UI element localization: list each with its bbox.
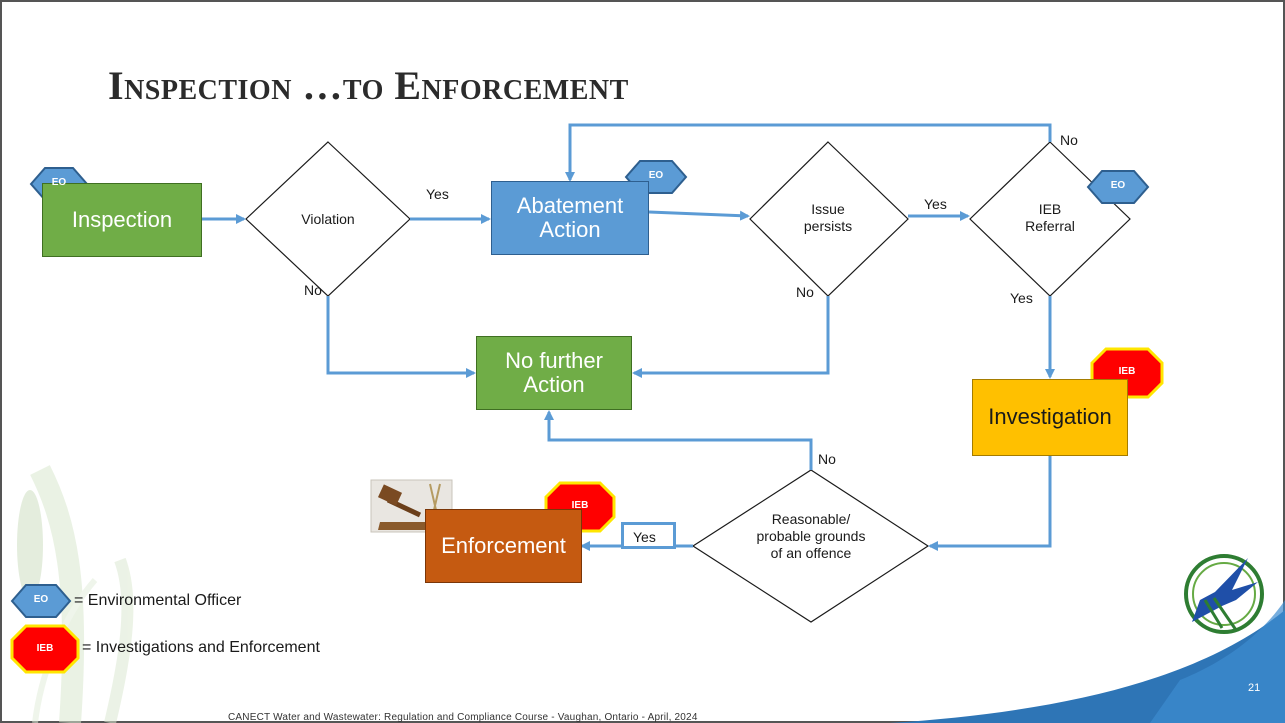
eo-badge-legend-text: EO bbox=[33, 594, 49, 605]
page-number: 21 bbox=[1248, 682, 1261, 694]
investigation-label: Investigation bbox=[988, 404, 1112, 430]
ieb-badge-legend bbox=[10, 624, 80, 674]
eo-badge-referral-text: EO bbox=[1110, 180, 1126, 191]
referral-yes-label: Yes bbox=[1010, 290, 1033, 306]
bird-logo-icon bbox=[1184, 554, 1264, 634]
grounds-no-label: No bbox=[818, 451, 836, 467]
connectors bbox=[202, 123, 1055, 551]
legend-ieb-text: = Investigations and Enforcement bbox=[82, 639, 320, 656]
abatement-action-label: Abatement Action bbox=[516, 192, 624, 242]
ieb-badge-enforcement-text: IEB bbox=[571, 500, 589, 511]
no-further-action-box: No further Action bbox=[476, 336, 632, 410]
violation-label: Violation bbox=[301, 211, 355, 227]
abatement-action-box: Abatement Action bbox=[491, 181, 649, 255]
issue-no-label: No bbox=[796, 284, 814, 300]
issue-yes-label: Yes bbox=[924, 196, 947, 212]
ieb-badge-legend-text: IEB bbox=[36, 643, 54, 654]
investigation-box: Investigation bbox=[972, 379, 1128, 456]
grounds-diamond-shape bbox=[691, 469, 930, 623]
grounds-label: Reasonable/ probable grounds of an offen… bbox=[756, 511, 866, 561]
violation-no-label: No bbox=[304, 282, 322, 298]
footer-text: CANECT Water and Wastewater: Regulation … bbox=[228, 712, 698, 723]
grounds-yes-label: Yes bbox=[621, 522, 676, 549]
enforcement-label: Enforcement bbox=[441, 532, 566, 558]
issue-persists-label: Issue persists bbox=[803, 201, 853, 234]
eo-badge-referral bbox=[1086, 170, 1150, 204]
blue-swoosh-decoration bbox=[890, 600, 1285, 723]
eo-badge-legend bbox=[10, 584, 72, 618]
page-title: Inspection …to Enforcement bbox=[108, 63, 629, 108]
inspection-box: Inspection bbox=[42, 183, 202, 257]
violation-yes-label: Yes bbox=[426, 186, 449, 202]
eo-badge-abatement-text: EO bbox=[648, 170, 664, 181]
eo-badge-inspection-text: EO bbox=[51, 177, 67, 188]
ieb-referral-label: IEB Referral bbox=[1025, 201, 1075, 234]
ieb-badge-investigation-text: IEB bbox=[1118, 366, 1136, 377]
referral-no-label: No bbox=[1060, 132, 1078, 148]
inspection-label: Inspection bbox=[71, 206, 173, 232]
legend-eo-text: = Environmental Officer bbox=[74, 592, 242, 609]
enforcement-box: Enforcement bbox=[425, 509, 582, 583]
no-further-action-label: No further Action bbox=[505, 347, 603, 397]
